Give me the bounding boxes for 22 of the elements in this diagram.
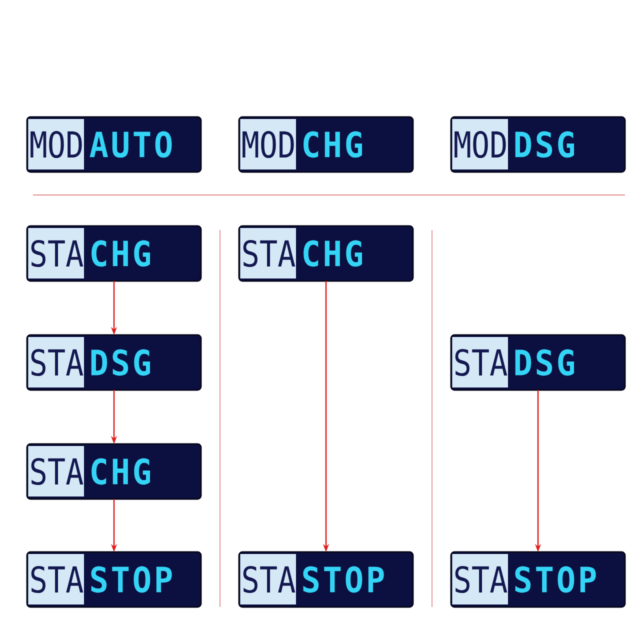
display-value: STOP	[303, 566, 384, 593]
display-value: DSG	[515, 349, 574, 376]
display-label: STA	[452, 337, 508, 388]
display-label: STA	[28, 446, 84, 496]
display-label: STA	[240, 228, 296, 278]
display-label: STA	[28, 554, 84, 604]
display-value: CHG	[304, 240, 362, 267]
display-value: DSG	[515, 131, 574, 158]
display-label: STA	[240, 554, 296, 604]
display-value: CHG	[92, 240, 150, 267]
display-label: MOD	[452, 119, 508, 170]
display-value: STOP	[515, 566, 596, 593]
display-label: MOD	[28, 119, 84, 170]
display-value: AUTO	[90, 131, 172, 158]
display-value: CHG	[304, 131, 362, 158]
display-label: STA	[28, 337, 84, 388]
display-value: CHG	[92, 458, 150, 485]
display-value: DSG	[91, 349, 150, 376]
display-label: STA	[28, 228, 84, 278]
display-label: MOD	[240, 119, 296, 170]
display-label: STA	[452, 554, 508, 604]
display-value: STOP	[91, 566, 172, 593]
